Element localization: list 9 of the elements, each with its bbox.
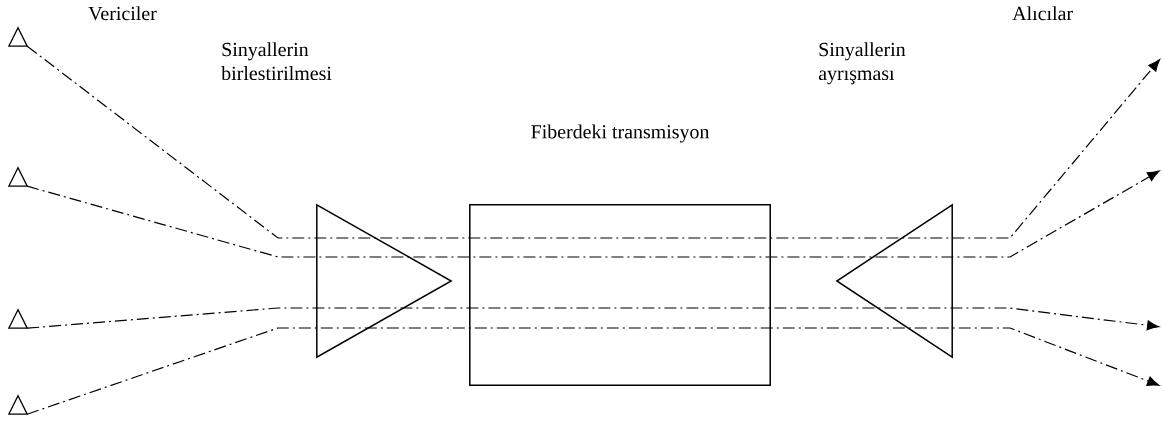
arrow — [26, 307, 1160, 331]
stage-label: Sinyallerin birlestirilmesi — [221, 42, 332, 81]
arrow — [26, 170, 1160, 258]
arrow — [26, 327, 1160, 415]
arrow — [26, 45, 1161, 239]
group-label: Vericiler — [88, 6, 157, 21]
group-label: Alıcılar — [1012, 6, 1073, 21]
stage-label: Sinyallerin ayrışması — [818, 42, 906, 85]
heading: Fiberdeki transmisyon — [531, 124, 710, 143]
